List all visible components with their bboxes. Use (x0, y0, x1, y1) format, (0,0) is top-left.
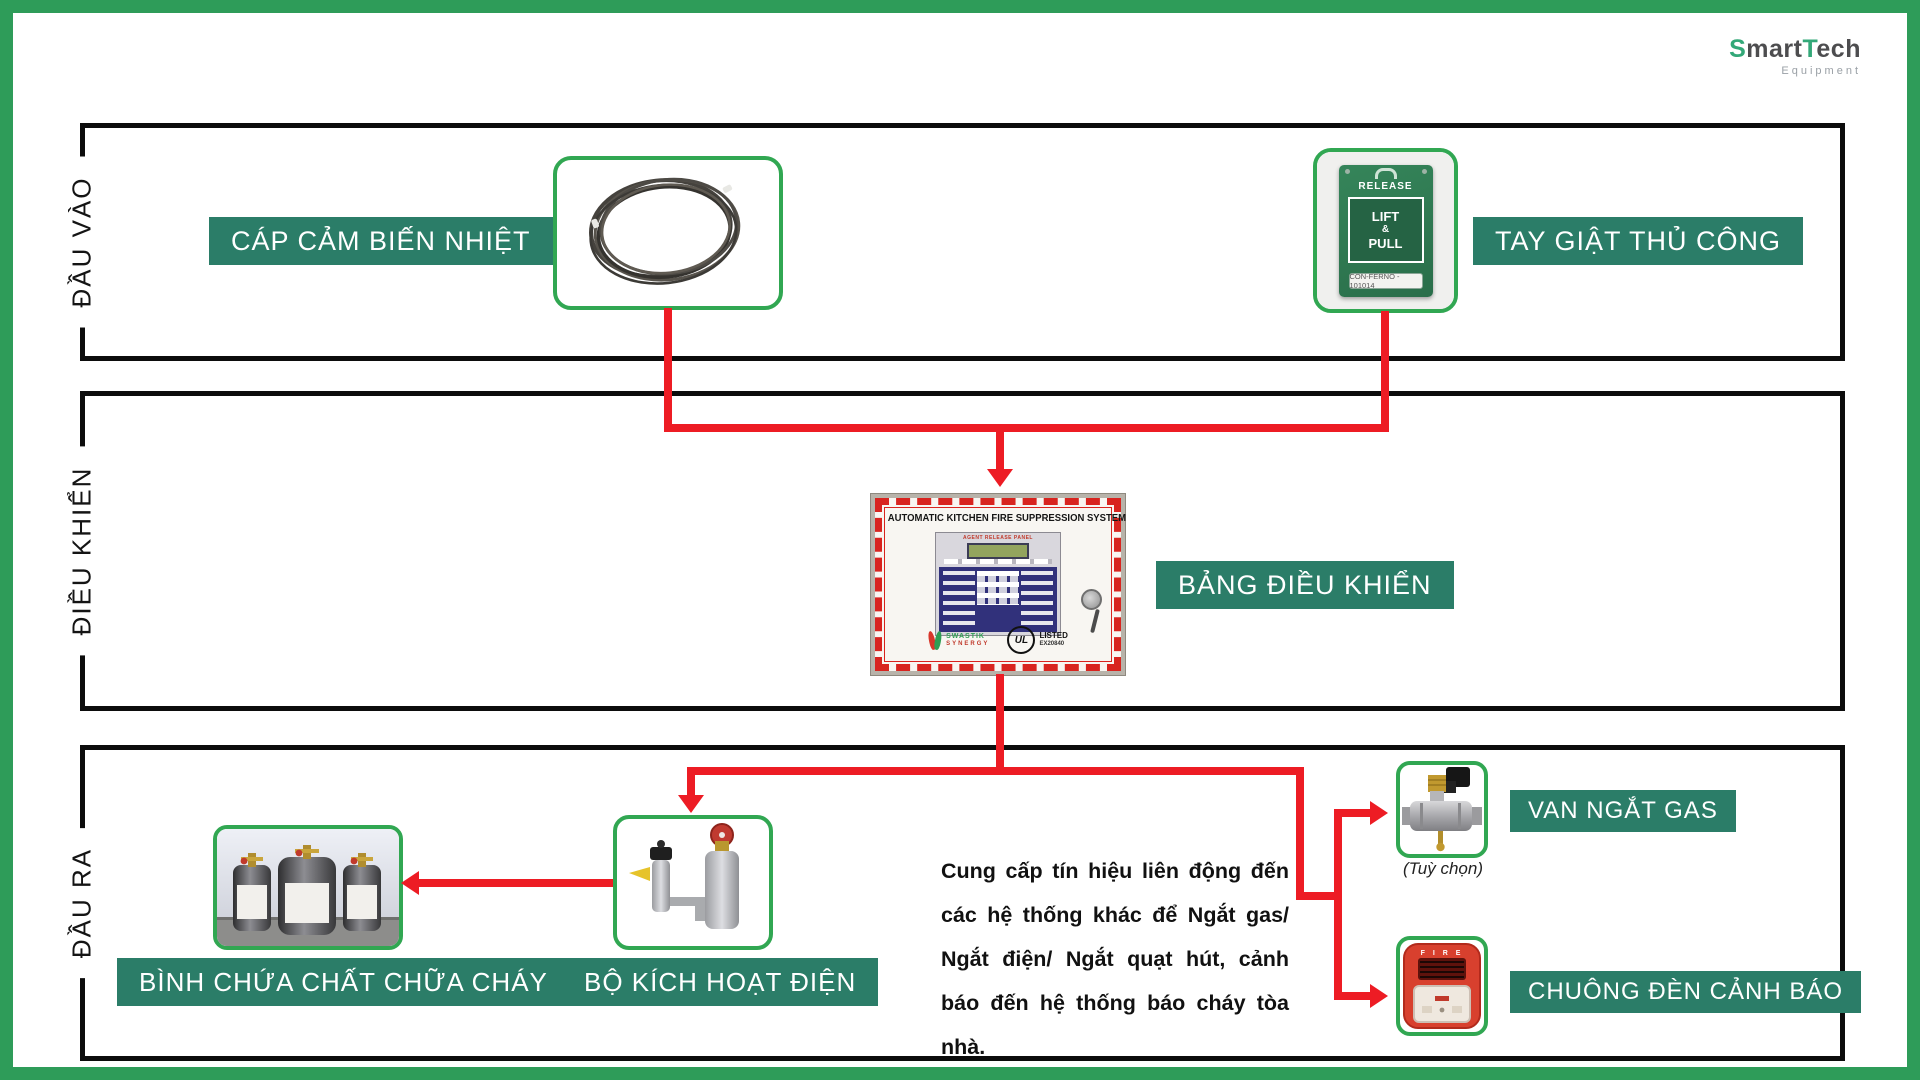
pull-release-text: RELEASE (1358, 180, 1413, 192)
screw-icon (1421, 168, 1427, 174)
label-manual-pull: TAY GIẬT THỦ CÔNG (1473, 217, 1804, 265)
connector-to-gas-valve (1334, 809, 1372, 817)
ul-listed-text: LISTED (1039, 631, 1068, 641)
pull-station-image: RELEASE LIFT & PULL CON-FERNO - 101014 (1313, 148, 1458, 313)
agent-tanks-image (213, 825, 403, 950)
pull-text: PULL (1368, 235, 1403, 251)
panel-footer: SWASTIK SYNERGY UL LISTED EX20840 (882, 626, 1114, 654)
ul-listed-number: EX20840 (1039, 641, 1065, 648)
keypad-left-column (943, 571, 975, 628)
key-lock-icon (1081, 589, 1102, 610)
logo-part1-initial: S (1729, 35, 1747, 63)
keypad-top-buttons (944, 559, 1052, 564)
alarm-image: F I R E (1396, 936, 1488, 1036)
arrowhead-to-actuator (678, 795, 704, 813)
actuator-illustration (629, 823, 739, 929)
panel-keypad: AGENT RELEASE PANEL (935, 532, 1061, 636)
screw-icon (1344, 168, 1350, 174)
label-gas-valve: VAN NGẮT GAS (1510, 790, 1736, 832)
alarm-fire-text: F I R E (1421, 950, 1464, 957)
heat-cable-image (553, 156, 783, 310)
alarm-illustration: F I R E (1403, 943, 1481, 1029)
keypad-header: AGENT RELEASE PANEL (936, 533, 1060, 567)
connector-to-alarm (1334, 992, 1372, 1000)
heat-cable-illustration (589, 177, 741, 285)
lift-pull-plate: LIFT & PULL (1347, 196, 1424, 263)
arrowhead-to-panel (987, 469, 1013, 487)
connector-output-horizontal (687, 767, 1304, 775)
connector-panel-down (996, 674, 1004, 775)
gas-valve-optional-note: (Tuỳ chọn) (1403, 859, 1483, 878)
connector-bracket-vertical (1334, 809, 1342, 1000)
panel-brand2: SYNERGY (946, 640, 990, 647)
label-control-panel: BẢNG ĐIỀU KHIỂN (1156, 561, 1454, 609)
pull-station-device: RELEASE LIFT & PULL CON-FERNO - 101014 (1338, 164, 1433, 297)
keypad-number-keys (977, 571, 1019, 605)
amp-text: & (1381, 223, 1390, 235)
swastik-flame-icon (927, 630, 943, 651)
smarttech-logo: SSmartmartTech Equipment (1729, 37, 1861, 77)
panel-title: AUTOMATIC KITCHEN FIRE SUPPRESSION SYSTE… (887, 513, 1127, 524)
connector-cable-down (664, 308, 672, 432)
pull-station-tag: CON-FERNO - 101014 (1348, 272, 1423, 290)
control-panel-face: AUTOMATIC KITCHEN FIRE SUPPRESSION SYSTE… (875, 498, 1127, 671)
connector-to-actuator (687, 767, 695, 797)
panel-subtitle: AGENT RELEASE PANEL (963, 535, 1033, 541)
hinge-icon (1374, 167, 1397, 179)
gas-valve-illustration (1402, 767, 1482, 852)
section-label-output: ĐẦU RA (58, 827, 106, 979)
connector-pull-down (1381, 311, 1389, 432)
interlock-note: Cung cấp tín hiệu liên động đến các hệ t… (941, 859, 1289, 1059)
label-electric-actuator: BỘ KÍCH HOẠT ĐIỆN (562, 958, 879, 1006)
logo-wordmark: SSmartmartTech (1729, 35, 1861, 63)
arrowhead-to-tanks (401, 871, 419, 895)
arrowhead-to-alarm (1370, 984, 1388, 1008)
connector-right-down (1296, 767, 1304, 900)
ul-circle-icon: UL (1007, 626, 1036, 654)
lcd-display (967, 543, 1029, 559)
connector-right-jog (1296, 892, 1342, 900)
keypad-body (939, 567, 1057, 632)
actuator-image (613, 815, 773, 950)
ul-listed-mark: UL LISTED EX20840 (1007, 626, 1068, 654)
panel-brand1: SWASTIK (946, 632, 985, 640)
connector-input-horizontal (664, 424, 1389, 432)
logo-subtitle: Equipment (1781, 65, 1861, 77)
label-agent-tanks: BÌNH CHỨA CHẤT CHỮA CHÁY (117, 958, 570, 1006)
section-label-input: ĐẦU VÀO (58, 156, 106, 328)
agent-tanks-illustration (217, 829, 399, 946)
gas-valve-image (1396, 761, 1488, 858)
lift-text: LIFT (1371, 208, 1400, 224)
control-panel-image: AUTOMATIC KITCHEN FIRE SUPPRESSION SYSTE… (870, 493, 1126, 676)
label-heat-cable: CÁP CẢM BIẾN NHIỆT (209, 217, 553, 265)
section-label-control: ĐIỀU KHIỂN (58, 446, 106, 656)
connector-to-panel (996, 424, 1004, 471)
pull-station-photo-bg: RELEASE LIFT & PULL CON-FERNO - 101014 (1317, 152, 1454, 309)
connector-actuator-to-tanks (417, 879, 615, 887)
arrowhead-to-gas-valve (1370, 801, 1388, 825)
keypad-right-column (1021, 571, 1053, 628)
label-alarm-bell: CHUÔNG ĐÈN CẢNH BÁO (1510, 971, 1862, 1013)
